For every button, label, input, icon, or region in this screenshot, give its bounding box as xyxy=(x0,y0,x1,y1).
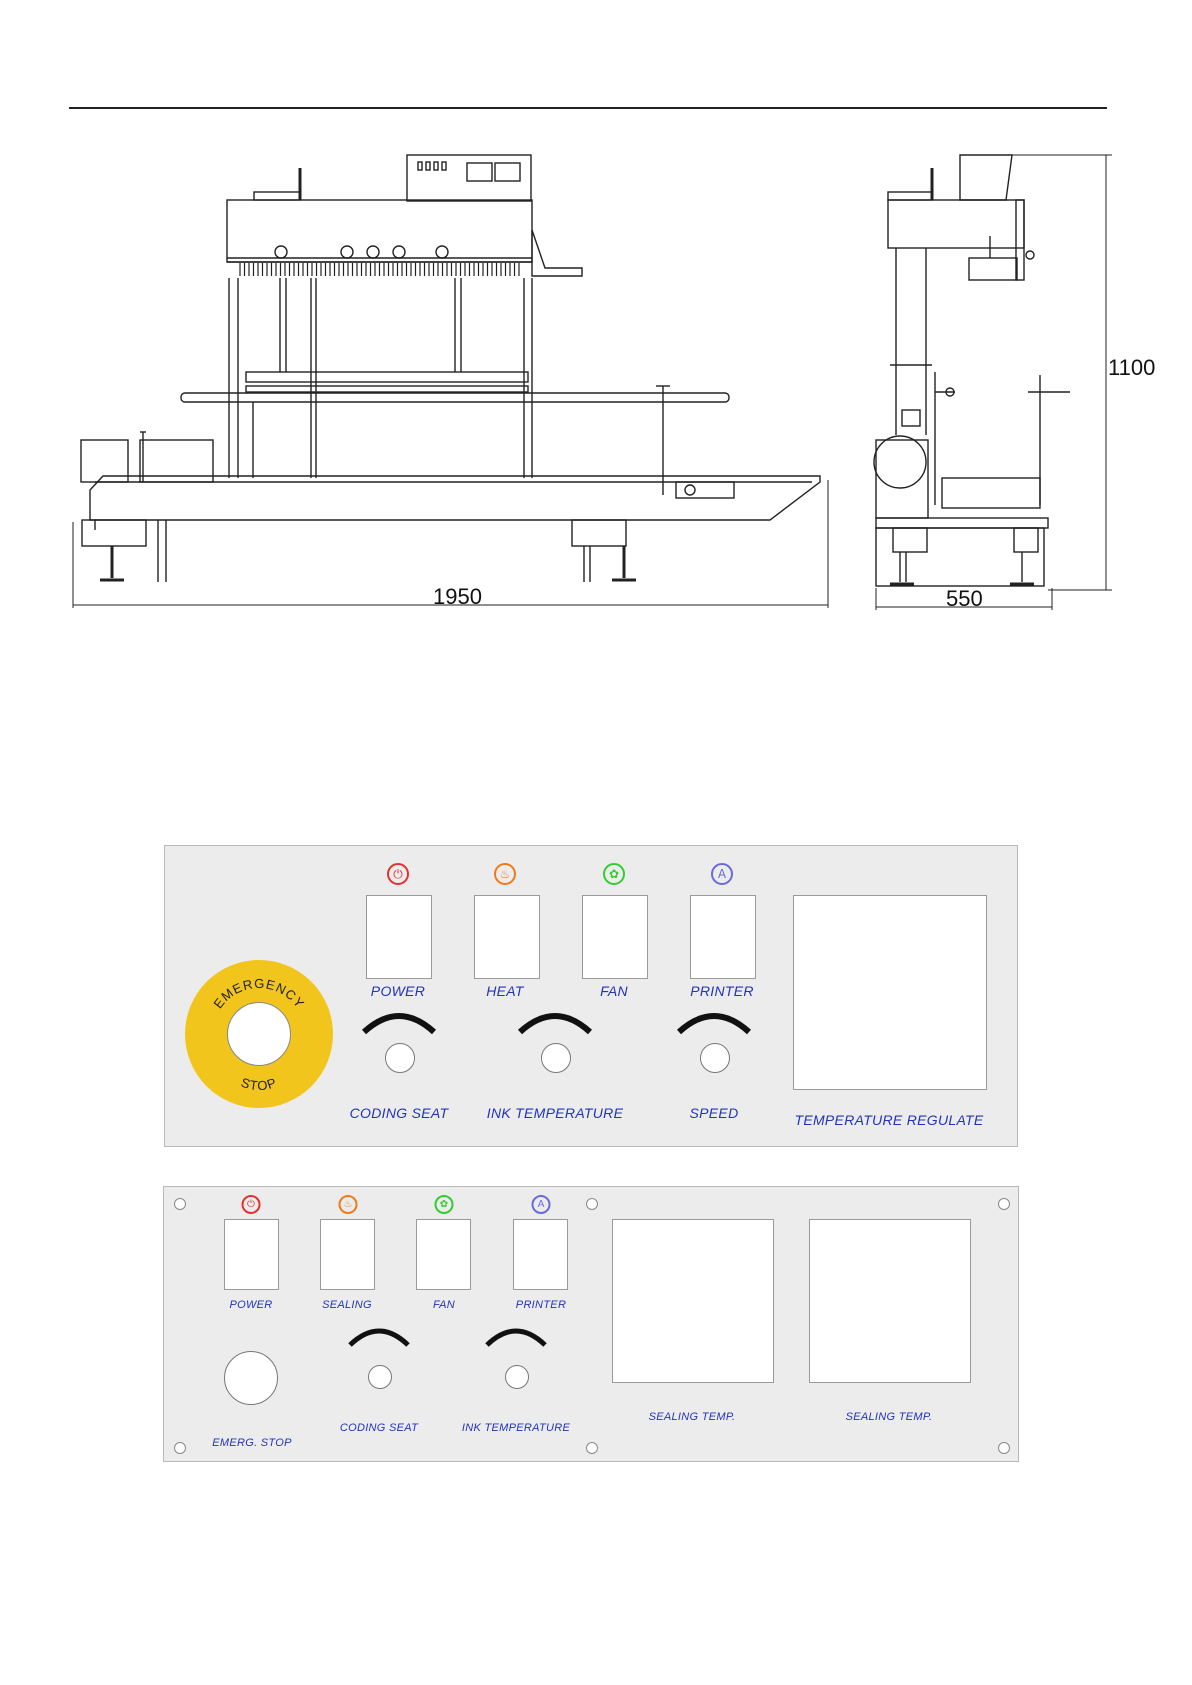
ink-temperature-label: INK TEMPERATURE xyxy=(462,1422,570,1434)
sealing-switch[interactable] xyxy=(320,1219,375,1290)
printer-icon: A xyxy=(532,1195,551,1214)
coding-seat-knob[interactable] xyxy=(385,1043,415,1073)
printer-label: PRINTER xyxy=(690,983,754,999)
machine-drawing: 1950 550 1100 xyxy=(0,0,1192,640)
sealing-temp-label-2: SEALING TEMP. xyxy=(846,1411,933,1423)
svg-text:EMERGENCY: EMERGENCY xyxy=(210,976,307,1011)
mount-hole xyxy=(998,1198,1010,1210)
power-icon: ⏻ xyxy=(387,863,409,885)
fan-switch[interactable] xyxy=(416,1219,471,1290)
mount-hole xyxy=(174,1442,186,1454)
heat-icon: ♨ xyxy=(494,863,516,885)
fan-label: FAN xyxy=(433,1299,455,1311)
front-view xyxy=(73,155,828,608)
coding-seat-label: CODING SEAT xyxy=(350,1105,449,1121)
ink-temperature-knob[interactable] xyxy=(541,1043,571,1073)
printer-label: PRINTER xyxy=(516,1299,566,1311)
sealing-label: SEALING xyxy=(322,1299,372,1311)
sealing-temp-display-1 xyxy=(612,1219,774,1383)
svg-text:STOP: STOP xyxy=(239,1075,279,1094)
emerg-stop-label: EMERG. STOP xyxy=(212,1437,292,1449)
mount-hole xyxy=(174,1198,186,1210)
dim-height: 1100 xyxy=(1108,355,1155,380)
heat-icon: ♨ xyxy=(339,1195,358,1214)
emergency-stop-ring-text: EMERGENCY STOP xyxy=(185,960,333,1108)
fan-icon: ✿ xyxy=(603,863,625,885)
mount-hole xyxy=(586,1442,598,1454)
ink-temperature-label: INK TEMPERATURE xyxy=(487,1105,623,1121)
heat-label: HEAT xyxy=(486,983,524,999)
coding-seat-scale xyxy=(359,1006,439,1036)
ink-temperature-scale xyxy=(483,1323,549,1349)
mount-hole xyxy=(586,1198,598,1210)
power-label: POWER xyxy=(229,1299,272,1311)
fan-label: FAN xyxy=(600,983,628,999)
control-panel-1: EMERGENCY STOP ⏻ ♨ ✿ A POWER HEAT FAN PR… xyxy=(164,845,1018,1147)
emergency-stop-button[interactable]: EMERGENCY STOP xyxy=(185,960,333,1108)
printer-switch[interactable] xyxy=(690,895,756,979)
mount-hole xyxy=(998,1442,1010,1454)
ink-temperature-scale xyxy=(515,1006,595,1036)
temperature-regulate-label: TEMPERATURE REGULATE xyxy=(794,1112,983,1128)
sealing-temp-label-1: SEALING TEMP. xyxy=(649,1411,736,1423)
stop-label: STOP xyxy=(239,1075,279,1094)
ink-temperature-knob[interactable] xyxy=(505,1365,529,1389)
power-icon: ⏻ xyxy=(242,1195,261,1214)
coding-seat-knob[interactable] xyxy=(368,1365,392,1389)
speed-label: SPEED xyxy=(690,1105,739,1121)
dim-length: 1950 xyxy=(433,584,482,609)
power-switch[interactable] xyxy=(366,895,432,979)
heat-switch[interactable] xyxy=(474,895,540,979)
printer-icon: A xyxy=(711,863,733,885)
side-view xyxy=(874,155,1112,610)
fan-icon: ✿ xyxy=(435,1195,454,1214)
fan-switch[interactable] xyxy=(582,895,648,979)
coding-seat-label: CODING SEAT xyxy=(340,1422,418,1434)
coding-seat-scale xyxy=(346,1323,412,1349)
dim-depth: 550 xyxy=(946,586,983,611)
speed-knob[interactable] xyxy=(700,1043,730,1073)
emergency-label: EMERGENCY xyxy=(210,976,307,1011)
sealing-temp-display-2 xyxy=(809,1219,971,1383)
control-panel-2: ⏻ ♨ ✿ A POWER SEALING FAN PRINTER CODING… xyxy=(163,1186,1019,1462)
power-switch[interactable] xyxy=(224,1219,279,1290)
emergency-stop-button[interactable] xyxy=(224,1351,278,1405)
temperature-regulate-display xyxy=(793,895,987,1090)
printer-switch[interactable] xyxy=(513,1219,568,1290)
power-label: POWER xyxy=(371,983,425,999)
speed-scale xyxy=(674,1006,754,1036)
